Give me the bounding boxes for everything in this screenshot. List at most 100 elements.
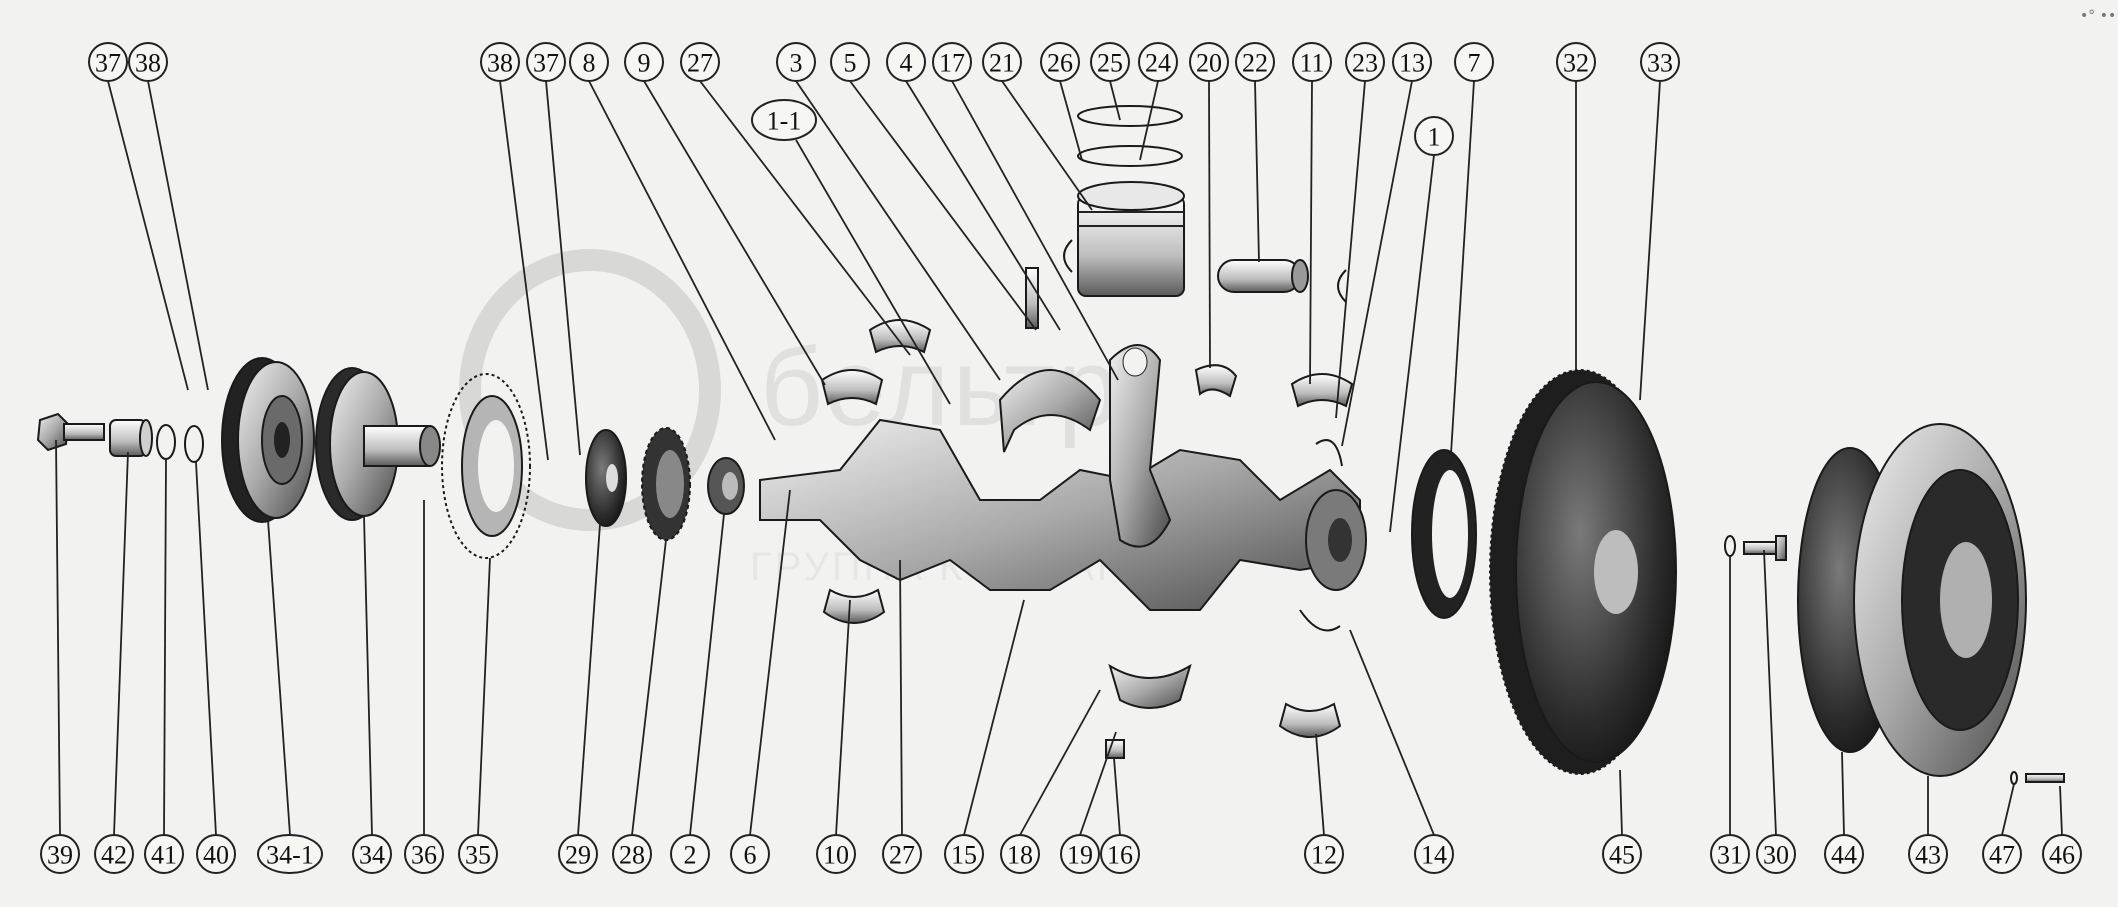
bottom-callout-39: 39 (40, 834, 80, 874)
top-callout-33: 33 (1640, 42, 1680, 82)
top-leader-38 (499, 80, 549, 461)
callout-number: 27 (889, 841, 915, 870)
callout-number: 7 (1468, 49, 1481, 78)
callout-number: 41 (151, 841, 177, 870)
top-callout-1: 1 (1414, 116, 1454, 156)
top-callout-26: 26 (1040, 42, 1080, 82)
section-label-1-1: 1-1 (751, 99, 817, 141)
part-thrust-washer-13 (1315, 439, 1343, 467)
bottom-leader-6 (749, 489, 791, 836)
callout-number: 36 (411, 841, 437, 870)
bottom-leader-34-1 (267, 519, 291, 836)
callout-number: 25 (1097, 49, 1123, 78)
bottom-leader-42 (113, 451, 129, 836)
part-bearing-shell-12 (1278, 702, 1342, 738)
part-connecting-rod-17 (1109, 344, 1172, 548)
part-washer-31 (1724, 535, 1736, 557)
callout-number: 34 (359, 841, 385, 870)
callout-number: 42 (101, 841, 127, 870)
callout-number: 19 (1067, 841, 1093, 870)
bottom-leader-47 (2001, 783, 2015, 836)
top-leader-25 (1109, 80, 1121, 121)
callout-number: 15 (951, 841, 977, 870)
top-callout-25: 25 (1090, 42, 1130, 82)
part-bolt-30 (1743, 535, 1787, 561)
part-piston-21 (1077, 181, 1185, 297)
bottom-callout-31: 31 (1710, 834, 1750, 874)
callout-number: 20 (1196, 49, 1222, 78)
top-leader-7 (1449, 80, 1475, 471)
callout-number: 1 (1428, 123, 1441, 152)
top-callout-32: 32 (1556, 42, 1596, 82)
top-leader-22 (1254, 80, 1260, 263)
bottom-leader-30 (1763, 549, 1777, 836)
top-callout-37: 37 (88, 42, 128, 82)
top-leader-37 (107, 80, 189, 391)
top-leader-17 (951, 80, 1119, 381)
part-flywheel-45 (1489, 369, 1677, 775)
top-callout-38: 38 (480, 42, 520, 82)
bottom-leader-39 (55, 439, 61, 836)
top-callout-8: 8 (569, 42, 609, 82)
bottom-callout-2: 2 (670, 834, 710, 874)
section-leader-1-1 (795, 139, 951, 405)
top-leader-33 (1639, 80, 1661, 401)
bottom-leader-10 (835, 599, 851, 836)
top-leader-5 (849, 80, 1037, 331)
part-bolt-39 (36, 412, 105, 452)
bottom-leader-35 (477, 557, 491, 836)
bottom-callout-36: 36 (404, 834, 444, 874)
top-leader-21 (1001, 80, 1093, 211)
top-leader-26 (1059, 80, 1083, 161)
part-sleeve-42 (109, 419, 153, 457)
callout-number: 12 (1311, 841, 1337, 870)
top-callout-13: 13 (1392, 42, 1432, 82)
part-pressure-plate-43 (1853, 423, 2027, 777)
top-leader-4 (905, 80, 1061, 331)
bottom-callout-19: 19 (1060, 834, 1100, 874)
bottom-leader-18 (1019, 689, 1101, 836)
top-callout-27: 27 (680, 42, 720, 82)
bottom-callout-41: 41 (144, 834, 184, 874)
part-bearing-shell-11 (1290, 373, 1354, 408)
part-piston-ring-24 (1077, 145, 1183, 167)
callout-number: 44 (1831, 841, 1857, 870)
top-callout-38: 38 (128, 42, 168, 82)
callout-number: 5 (844, 49, 857, 78)
part-crankshaft-6 (759, 418, 1367, 611)
part-piston-ring-25 (1077, 105, 1183, 127)
part-damper-34-1 (221, 357, 315, 523)
part-gear-28 (641, 427, 691, 541)
bottom-callout-47: 47 (1982, 834, 2022, 874)
top-callout-23: 23 (1345, 42, 1385, 82)
part-bolt-5 (1025, 267, 1039, 329)
top-callout-5: 5 (830, 42, 870, 82)
callout-number: 13 (1399, 49, 1425, 78)
callout-number: 31 (1717, 841, 1743, 870)
corner-mark: •° ••• (2080, 8, 2118, 24)
bottom-callout-30: 30 (1756, 834, 1796, 874)
bottom-leader-28 (631, 539, 667, 836)
bottom-leader-29 (577, 523, 601, 836)
callout-number: 32 (1563, 49, 1589, 78)
top-leader-23 (1335, 80, 1366, 419)
part-bearing-shell-10 (822, 588, 886, 624)
callout-number: 27 (687, 49, 713, 78)
top-leader-1 (1389, 154, 1435, 533)
top-callout-7: 7 (1454, 42, 1494, 82)
callout-number: 17 (939, 49, 965, 78)
bottom-callout-43: 43 (1908, 834, 1948, 874)
bottom-leader-14 (1349, 629, 1435, 836)
bottom-callout-34: 34 (352, 834, 392, 874)
top-callout-4: 4 (886, 42, 926, 82)
part-gear-2 (707, 457, 745, 515)
top-leader-20 (1208, 80, 1211, 369)
bottom-callout-14: 14 (1414, 834, 1454, 874)
part-bearing-shell-9 (820, 369, 884, 406)
part-bearing-shell-20 (1194, 364, 1238, 398)
part-rod-cap-18 (1108, 663, 1192, 709)
part-washer-47 (2010, 771, 2018, 785)
top-leader-37 (545, 80, 581, 456)
callout-number: 35 (465, 841, 491, 870)
